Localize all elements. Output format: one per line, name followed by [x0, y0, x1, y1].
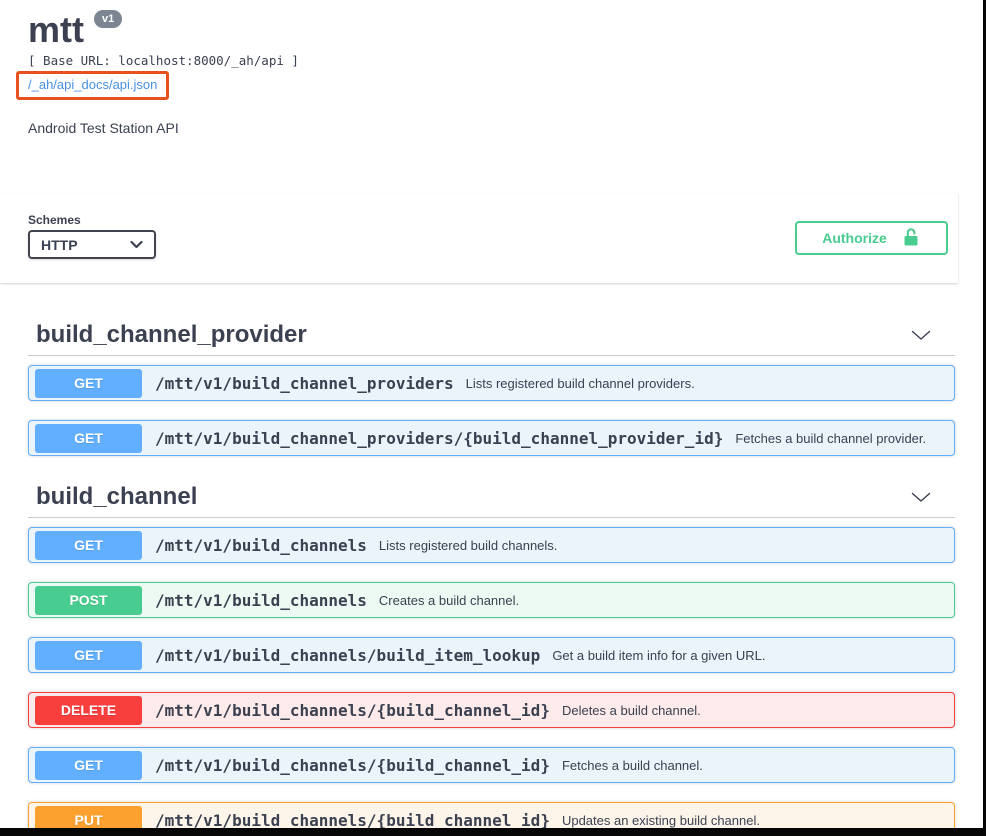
- operation-row[interactable]: PUT /mtt/v1/build_channels/{build_channe…: [28, 802, 955, 830]
- method-badge: GET: [35, 368, 142, 398]
- operation-tag-section: build_channel_provider GET /mtt/v1/build…: [28, 313, 955, 456]
- method-badge: DELETE: [35, 695, 142, 725]
- section-header[interactable]: build_channel: [28, 475, 955, 518]
- operation-summary: Deletes a build channel.: [561, 702, 701, 718]
- operation-summary: Fetches a build channel.: [561, 757, 703, 773]
- scheme-container: Schemes HTTP Authorize: [0, 193, 958, 283]
- operation-path: /mtt/v1/build_channels/{build_channel_id…: [155, 700, 550, 720]
- operations-container: build_channel_provider GET /mtt/v1/build…: [0, 283, 983, 830]
- section-title: build_channel: [36, 483, 198, 510]
- method-badge: GET: [35, 423, 142, 453]
- unlock-icon: [901, 227, 921, 250]
- operation-path: /mtt/v1/build_channels/build_item_lookup: [155, 645, 541, 665]
- authorize-button-label: Authorize: [822, 230, 887, 246]
- api-info: mtt v1 [ Base URL: localhost:8000/_ah/ap…: [0, 0, 983, 136]
- section-title: build_channel_provider: [36, 321, 307, 348]
- operation-row[interactable]: GET /mtt/v1/build_channel_providers List…: [28, 365, 955, 401]
- chevron-down-icon: [130, 240, 143, 249]
- operation-summary: Fetches a build channel provider.: [735, 430, 927, 446]
- base-url: [ Base URL: localhost:8000/_ah/api ]: [28, 53, 299, 68]
- operation-summary: Get a build item info for a given URL.: [552, 647, 766, 663]
- api-description: Android Test Station API: [28, 120, 179, 136]
- operation-row[interactable]: DELETE /mtt/v1/build_channels/{build_cha…: [28, 692, 955, 728]
- method-badge: GET: [35, 530, 142, 560]
- operation-path: /mtt/v1/build_channels/{build_channel_id…: [155, 755, 550, 775]
- operation-path: /mtt/v1/build_channels: [155, 590, 367, 610]
- operation-path: /mtt/v1/build_channels/{build_channel_id…: [155, 810, 550, 830]
- operation-row[interactable]: POST /mtt/v1/build_channels Creates a bu…: [28, 582, 955, 618]
- scheme-select[interactable]: HTTP: [28, 230, 156, 259]
- spec-link[interactable]: /_ah/api_docs/api.json: [28, 77, 158, 92]
- schemes-label: Schemes: [28, 213, 81, 227]
- scheme-select-value: HTTP: [41, 236, 78, 253]
- operation-path: /mtt/v1/build_channel_providers: [155, 373, 454, 393]
- operation-row[interactable]: GET /mtt/v1/build_channels/{build_channe…: [28, 747, 955, 783]
- operation-row[interactable]: GET /mtt/v1/build_channel_providers/{bui…: [28, 420, 955, 456]
- operation-path: /mtt/v1/build_channel_providers/{build_c…: [155, 428, 724, 448]
- page-title: mtt v1: [28, 10, 983, 50]
- operation-path: /mtt/v1/build_channels: [155, 535, 367, 555]
- operation-row[interactable]: GET /mtt/v1/build_channels Lists registe…: [28, 527, 955, 563]
- section-ops: GET /mtt/v1/build_channels Lists registe…: [28, 518, 955, 830]
- operation-tag-section: build_channel GET /mtt/v1/build_channels…: [28, 475, 955, 830]
- section-ops: GET /mtt/v1/build_channel_providers List…: [28, 356, 955, 456]
- method-badge: GET: [35, 750, 142, 780]
- operation-summary: Updates an existing build channel.: [561, 812, 760, 828]
- method-badge: PUT: [35, 805, 142, 828]
- api-title-text: mtt: [28, 9, 84, 50]
- operation-row[interactable]: GET /mtt/v1/build_channels/build_item_lo…: [28, 637, 955, 673]
- schemes-block: Schemes HTTP: [28, 213, 156, 259]
- chevron-down-icon[interactable]: [911, 492, 931, 503]
- operation-summary: Lists registered build channels.: [378, 537, 558, 553]
- chevron-down-icon[interactable]: [911, 330, 931, 341]
- operation-summary: Creates a build channel.: [378, 592, 520, 608]
- authorize-button[interactable]: Authorize: [795, 221, 948, 255]
- method-badge: GET: [35, 640, 142, 670]
- operation-summary: Lists registered build channel providers…: [465, 375, 695, 391]
- method-badge: POST: [35, 585, 142, 615]
- section-header[interactable]: build_channel_provider: [28, 313, 955, 356]
- spec-link-highlight-box: /_ah/api_docs/api.json: [16, 71, 170, 100]
- version-badge: v1: [94, 10, 123, 28]
